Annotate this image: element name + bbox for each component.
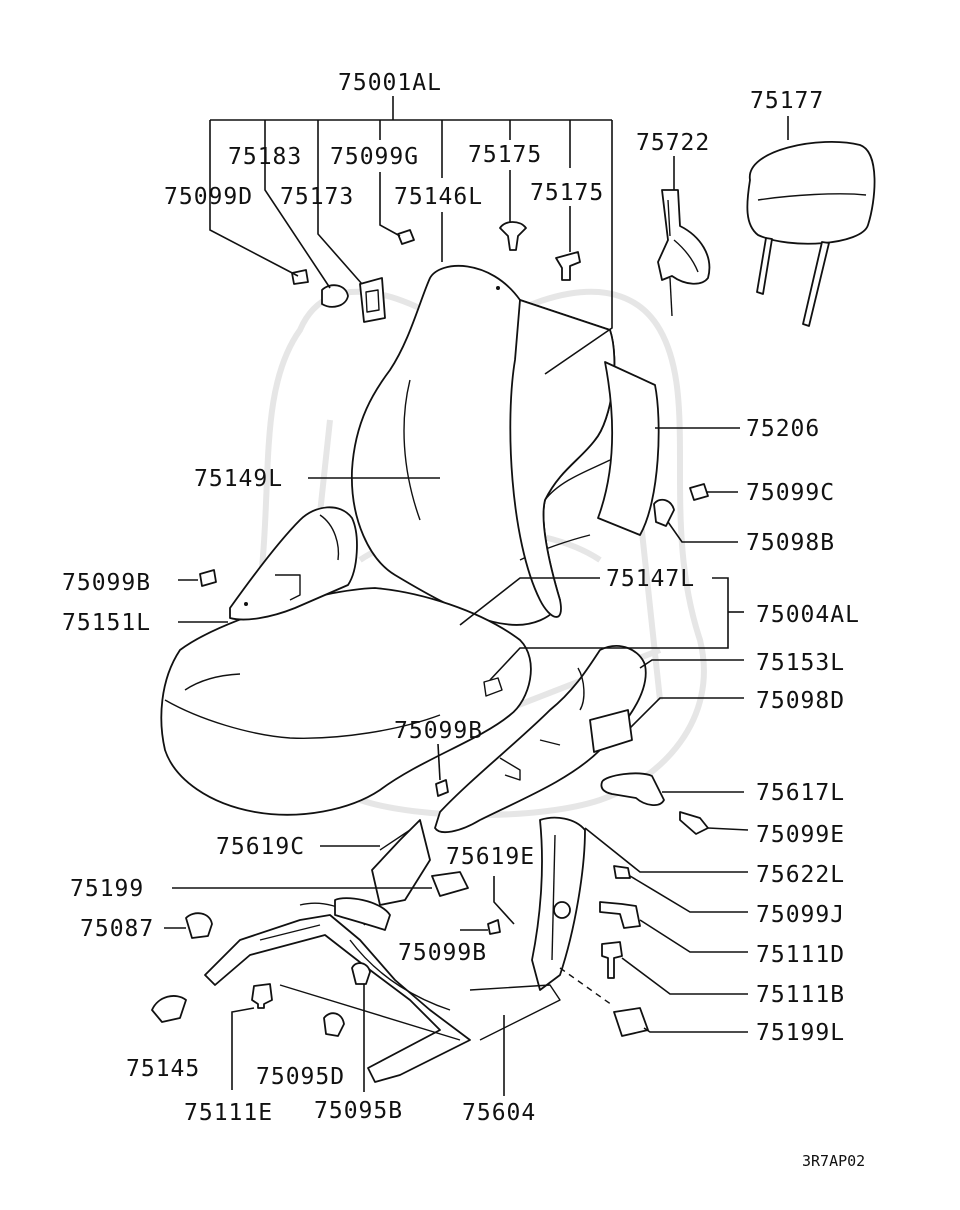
- label-75095D: 75095D: [256, 1064, 345, 1090]
- label-75145: 75145: [126, 1056, 200, 1082]
- label-75206: 75206: [746, 416, 820, 442]
- left-side-trim: [229, 506, 358, 621]
- label-75622L: 75622L: [756, 862, 845, 888]
- label-75175-lower: 75175: [530, 180, 604, 206]
- right-side-shield: [434, 645, 647, 834]
- label-75095B: 75095B: [314, 1098, 403, 1124]
- headrest: [746, 141, 876, 327]
- seat-cushion: [160, 587, 532, 816]
- label-75099B-middle: 75099B: [394, 718, 483, 744]
- label-75004AL: 75004AL: [756, 602, 860, 628]
- seat-frame: [204, 816, 613, 1083]
- label-75619E: 75619E: [446, 844, 535, 870]
- label-75199: 75199: [70, 876, 144, 902]
- back-cover-panel: [509, 299, 660, 618]
- label-75099C: 75099C: [746, 480, 835, 506]
- part-labels: 75001AL 75177 75183 75099G 75175 75722 7…: [62, 70, 860, 1126]
- label-75173: 75173: [280, 184, 354, 210]
- label-75604: 75604: [462, 1100, 536, 1126]
- label-75175-upper: 75175: [468, 142, 542, 168]
- label-75153L: 75153L: [756, 650, 845, 676]
- label-75183: 75183: [228, 144, 302, 170]
- label-75098D: 75098D: [756, 688, 845, 714]
- label-75099J: 75099J: [756, 902, 845, 928]
- label-75098B: 75098B: [746, 530, 835, 556]
- label-75099G: 75099G: [330, 144, 419, 170]
- small-parts: [151, 221, 709, 1037]
- label-75099E: 75099E: [756, 822, 845, 848]
- label-75099B-left: 75099B: [62, 570, 151, 596]
- label-75619C: 75619C: [216, 834, 305, 860]
- label-75111E: 75111E: [184, 1100, 273, 1126]
- lever-75617L: [600, 772, 665, 806]
- label-75151L: 75151L: [62, 610, 151, 636]
- label-75177: 75177: [750, 88, 824, 114]
- label-75617L: 75617L: [756, 780, 845, 806]
- label-75146L: 75146L: [394, 184, 483, 210]
- label-75111D: 75111D: [756, 942, 845, 968]
- label-75722: 75722: [636, 130, 710, 156]
- label-75147L: 75147L: [606, 566, 695, 592]
- leader-lines: [164, 96, 789, 1096]
- label-75099B-lower: 75099B: [398, 940, 487, 966]
- label-75149L: 75149L: [194, 466, 283, 492]
- label-75099D: 75099D: [164, 184, 253, 210]
- label-75001AL: 75001AL: [338, 70, 442, 96]
- label-75199L: 75199L: [756, 1020, 845, 1046]
- bracket-75722: [657, 189, 711, 317]
- label-75087: 75087: [80, 916, 154, 942]
- diagram-code: 3R7AP02: [802, 1152, 865, 1170]
- label-75111B: 75111B: [756, 982, 845, 1008]
